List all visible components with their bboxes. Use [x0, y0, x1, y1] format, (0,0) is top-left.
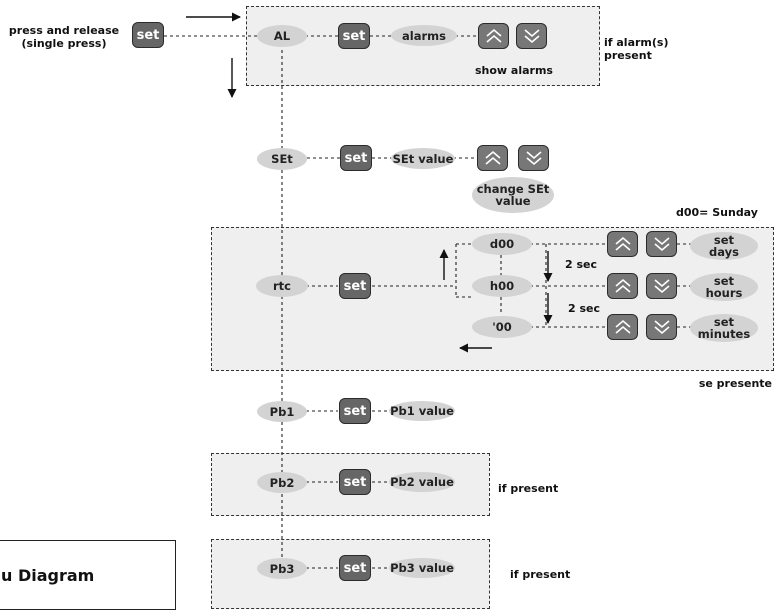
if-present-pb2-label: if present: [498, 482, 559, 495]
chevron-down-icon: [653, 279, 670, 294]
set-button[interactable]: set: [339, 398, 371, 424]
al-node: AL: [257, 25, 307, 47]
down-button[interactable]: [516, 23, 547, 49]
if-present-pb3-label: if present: [510, 568, 571, 581]
pb1-value-node: Pb1 value: [389, 401, 455, 421]
chevron-up-icon: [484, 150, 501, 165]
set-button[interactable]: set: [339, 555, 371, 581]
up-button[interactable]: [607, 273, 638, 299]
down-button[interactable]: [646, 231, 677, 257]
set-param-node: SEt: [257, 148, 307, 170]
up-button[interactable]: [607, 231, 638, 257]
set-button[interactable]: set: [132, 22, 164, 48]
pb1-node: Pb1: [257, 401, 307, 422]
chevron-up-icon: [614, 278, 631, 293]
minutes-node: '00: [472, 316, 532, 338]
d00-sunday-label: d00= Sunday: [676, 206, 758, 219]
alarms-node: alarms: [391, 25, 457, 46]
chevron-up-icon: [485, 28, 502, 43]
chevron-down-icon: [523, 29, 540, 44]
up-button[interactable]: [477, 145, 508, 171]
set-button[interactable]: set: [338, 23, 370, 49]
down-button[interactable]: [646, 273, 677, 299]
set-minutes-node: set minutes: [690, 314, 758, 342]
set-button[interactable]: set: [339, 273, 371, 299]
set-days-node: set days: [690, 232, 758, 260]
chevron-down-icon: [653, 320, 670, 335]
if-alarm-label: if alarm(s) present: [604, 36, 669, 62]
chevron-up-icon: [614, 236, 631, 251]
chevron-down-icon: [525, 151, 542, 166]
legend-title: u Diagram: [1, 566, 95, 585]
h00-node: h00: [472, 275, 532, 297]
pb3-value-node: Pb3 value: [389, 558, 455, 578]
set-value-node: SEt value: [391, 148, 455, 169]
up-button[interactable]: [607, 314, 638, 340]
press-release-label: press and release (single press): [8, 24, 120, 50]
set-button[interactable]: set: [340, 145, 372, 171]
chevron-down-icon: [653, 237, 670, 252]
pb3-node: Pb3: [257, 558, 307, 579]
d00-node: d00: [472, 233, 532, 255]
se-presente-label: se presente: [698, 377, 772, 390]
pb2-value-node: Pb2 value: [389, 472, 455, 492]
rtc-node: rtc: [256, 275, 308, 297]
legend-title-box: u Diagram: [0, 540, 176, 610]
down-button[interactable]: [646, 314, 677, 340]
chevron-up-icon: [614, 319, 631, 334]
set-button[interactable]: set: [339, 469, 371, 495]
show-alarms-label: show alarms: [475, 64, 553, 77]
up-button[interactable]: [478, 23, 509, 49]
pb2-node: Pb2: [257, 472, 307, 493]
two-sec-label-2: 2 sec: [568, 302, 601, 315]
set-hours-node: set hours: [690, 273, 758, 301]
two-sec-label-1: 2 sec: [565, 258, 598, 271]
down-button[interactable]: [518, 145, 549, 171]
change-set-node: change SEt value: [472, 177, 554, 213]
